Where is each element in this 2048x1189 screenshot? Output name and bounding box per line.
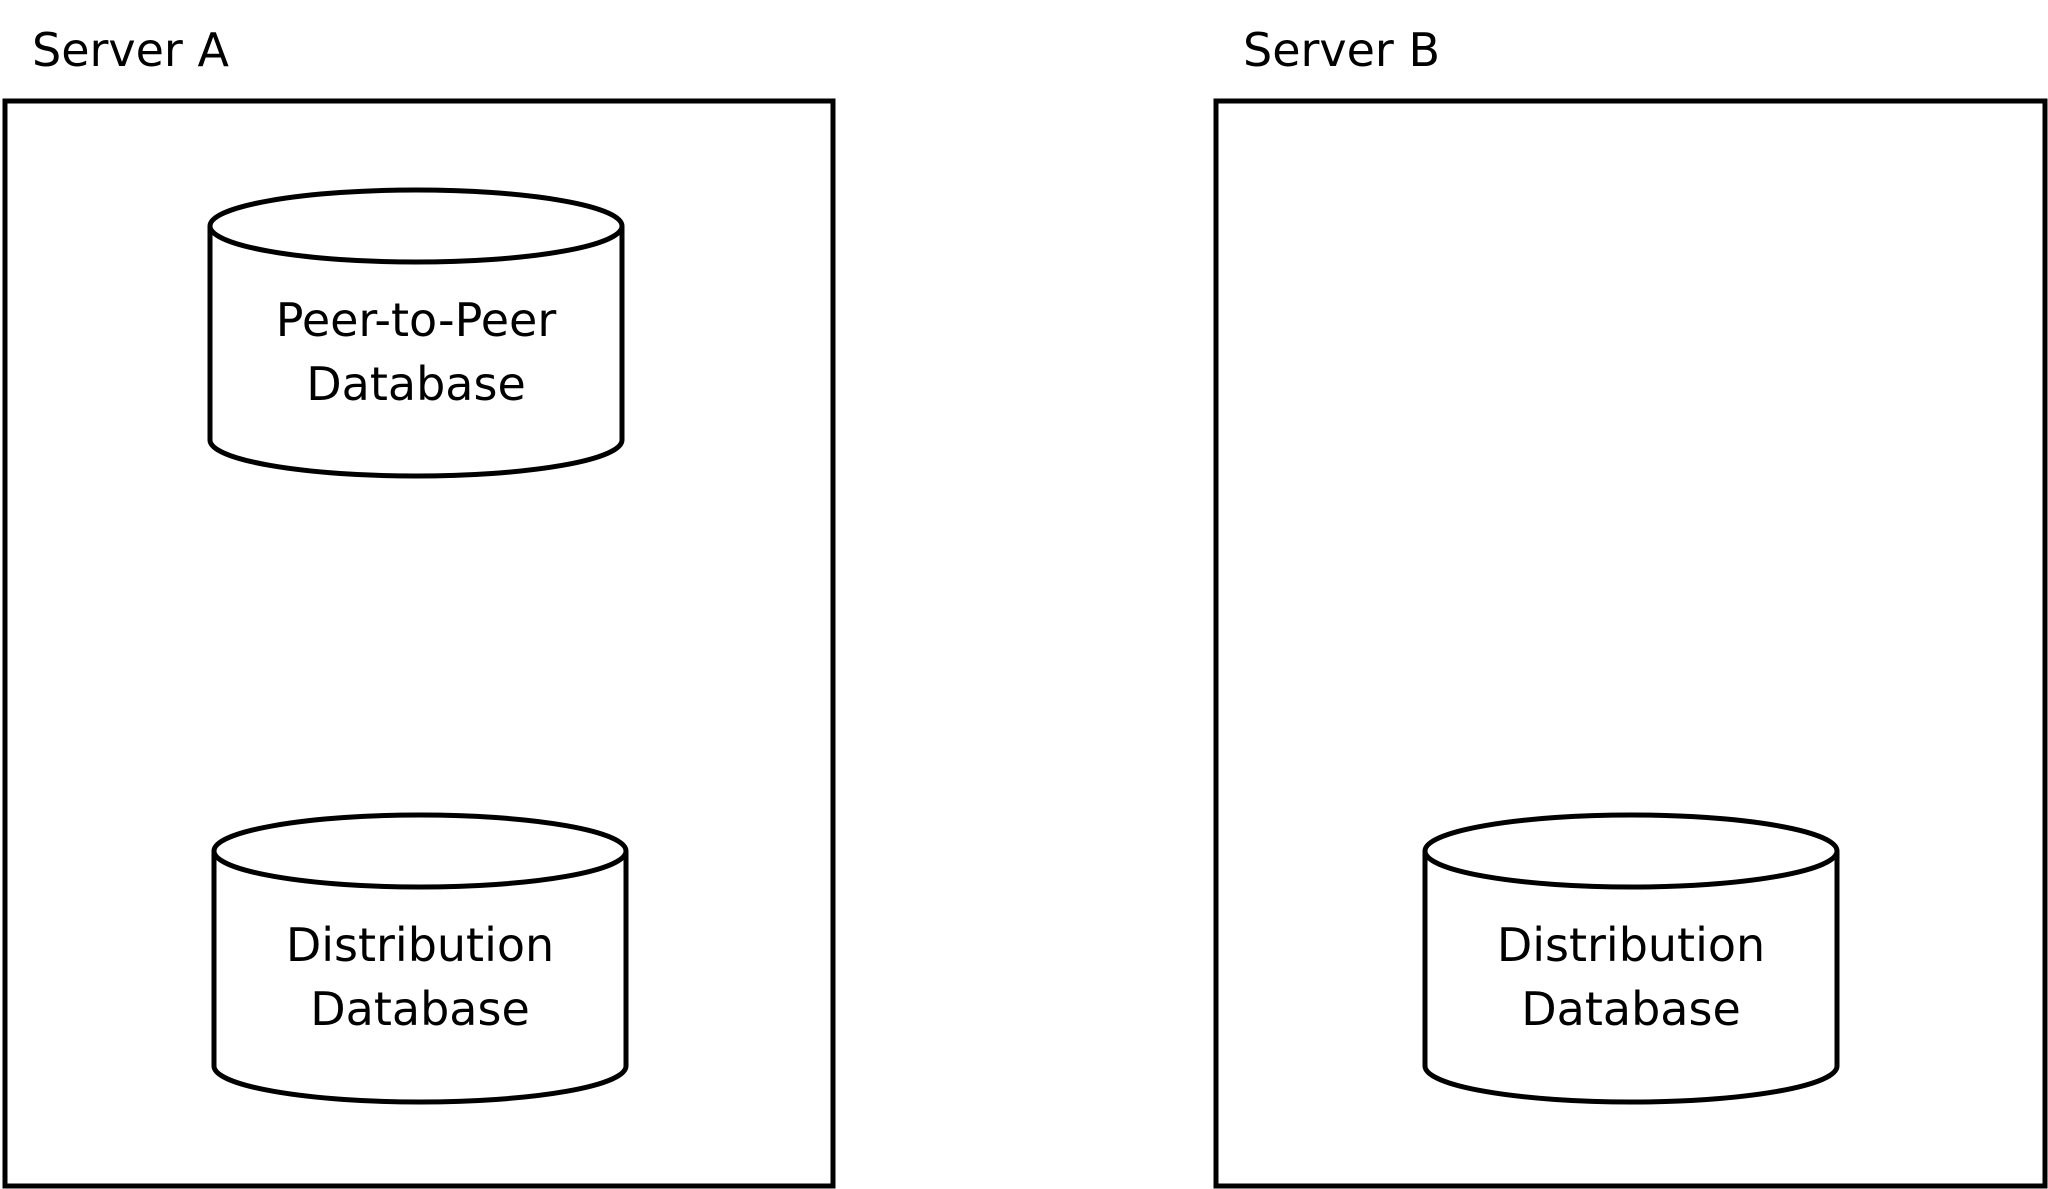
server-b-label: Server B	[1243, 23, 1440, 77]
database-label-line1: Distribution	[1497, 918, 1765, 972]
database-label-line1: Distribution	[286, 918, 554, 972]
database-label-line2: Database	[306, 357, 526, 411]
peer-to-peer-database-cylinder: Peer-to-Peer Database	[207, 187, 625, 479]
database-label-line2: Database	[310, 982, 530, 1036]
distribution-database-b-cylinder: Distribution Database	[1422, 812, 1840, 1105]
server-a-label: Server A	[32, 23, 229, 77]
distribution-database-a-cylinder: Distribution Database	[211, 812, 629, 1105]
database-label-line1: Peer-to-Peer	[276, 293, 557, 347]
database-label-line2: Database	[1521, 982, 1741, 1036]
